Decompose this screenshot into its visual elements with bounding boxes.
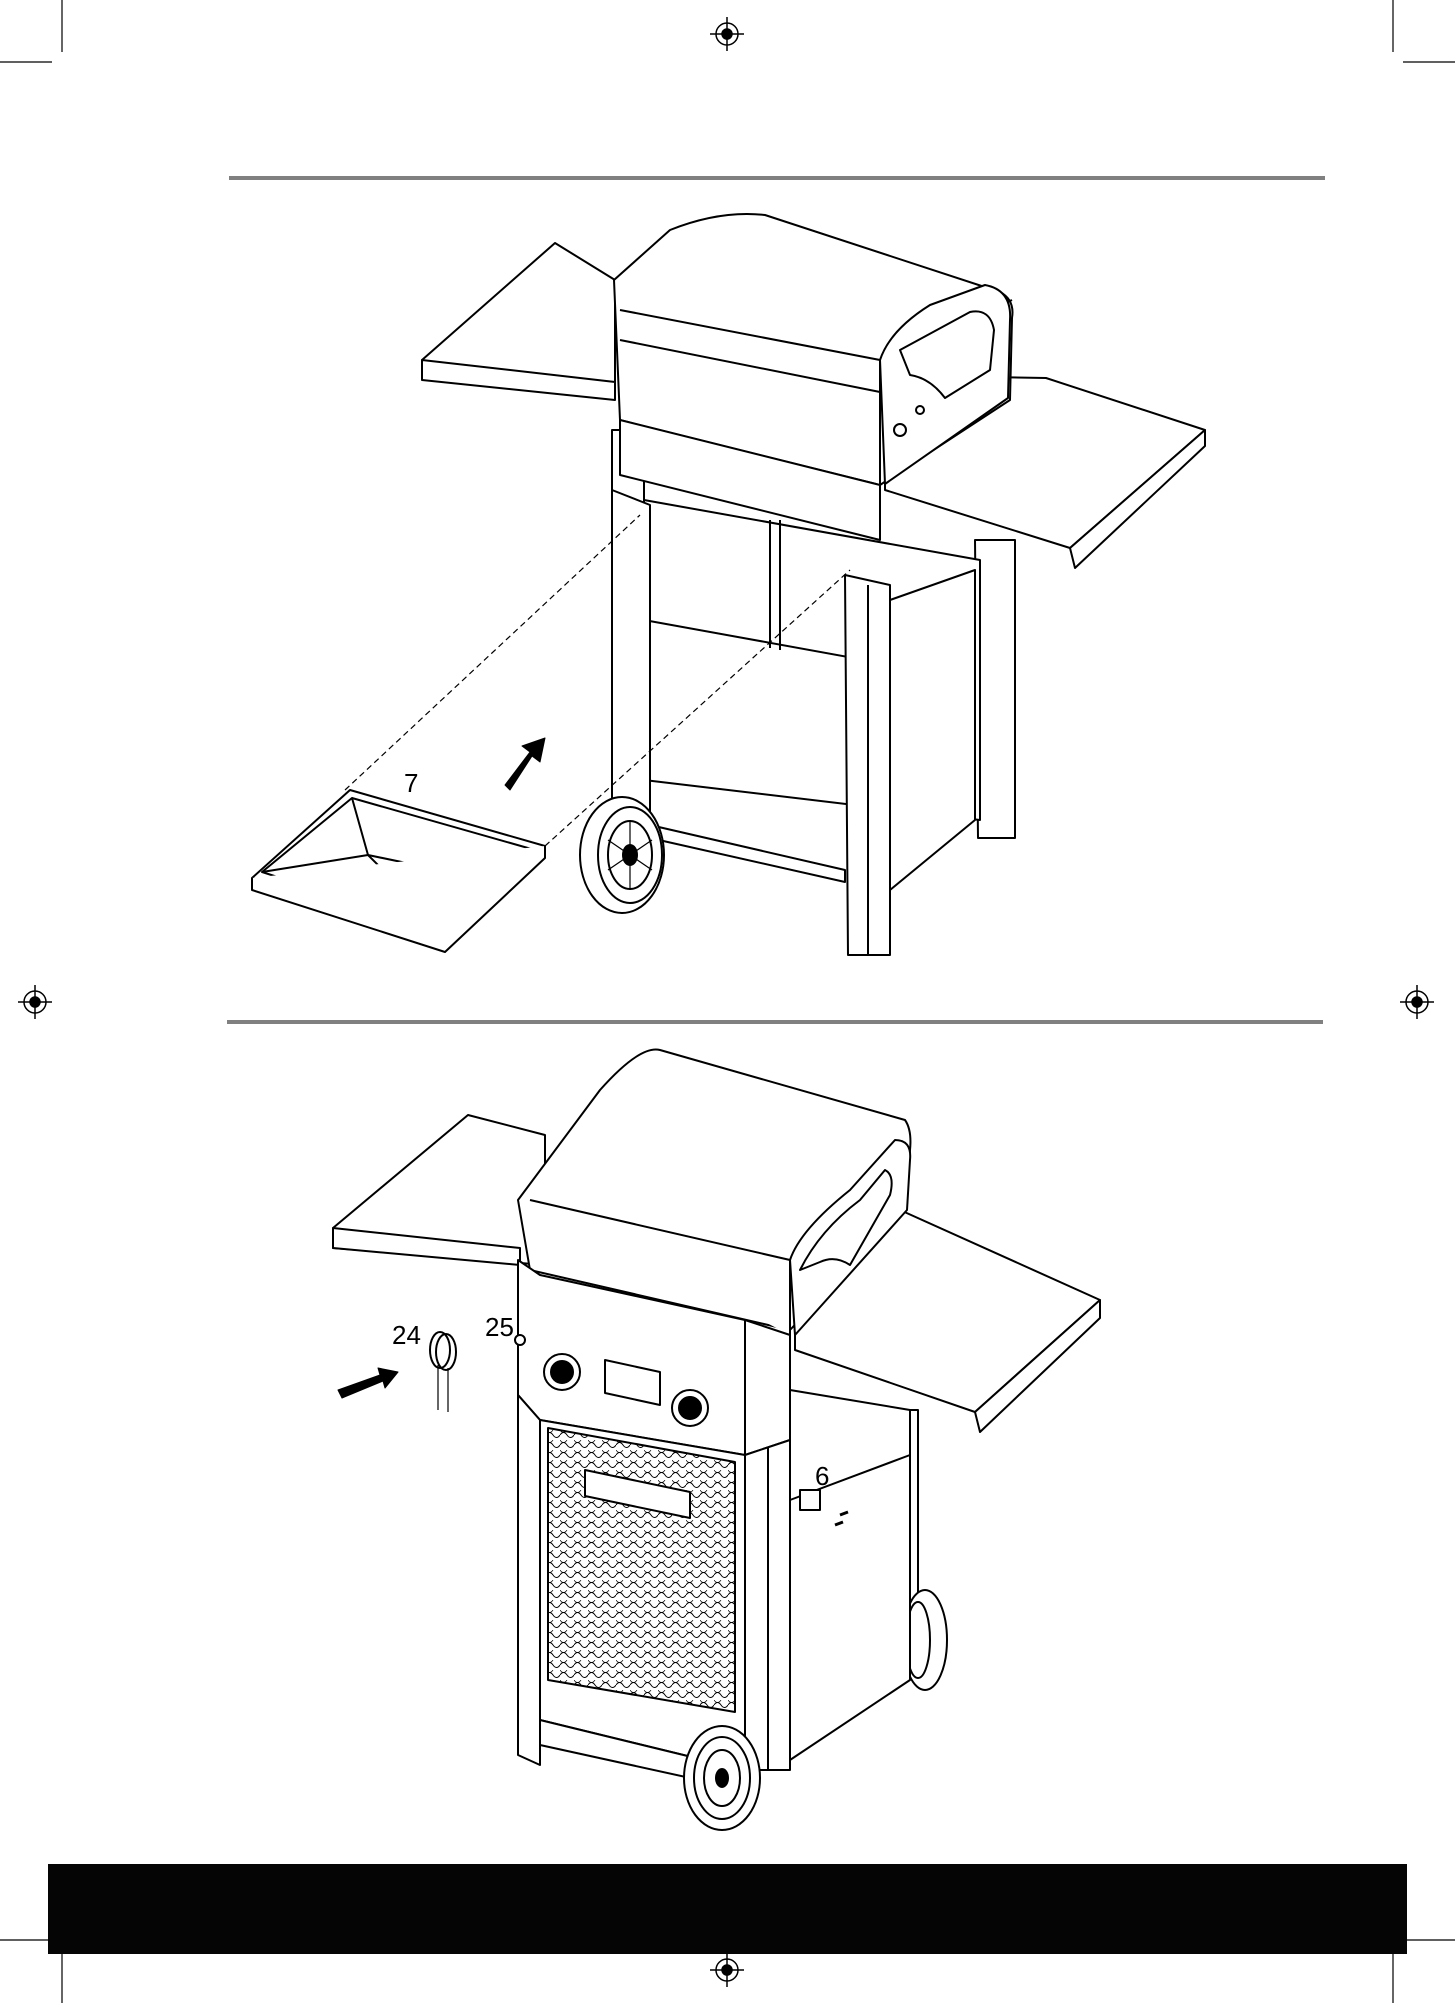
footer-band (48, 1864, 1407, 1954)
part-label-24: 24 (392, 1320, 421, 1350)
section-rule-middle (227, 1020, 1323, 1024)
registration-mark-right (1400, 985, 1434, 1019)
section-rule-top (229, 176, 1325, 180)
part-label-6: 6 (815, 1461, 829, 1491)
part-label-25: 25 (485, 1312, 514, 1342)
registration-mark-bottom (710, 1953, 744, 1987)
registration-mark-left (18, 985, 52, 1019)
registration-mark-top (710, 17, 744, 51)
arrow-icon (505, 738, 545, 790)
step1-grill-illustration (252, 214, 1205, 955)
arrow-icon (338, 1368, 398, 1398)
step2-grill-illustration (333, 1050, 1100, 1831)
part-label-7: 7 (404, 768, 418, 798)
